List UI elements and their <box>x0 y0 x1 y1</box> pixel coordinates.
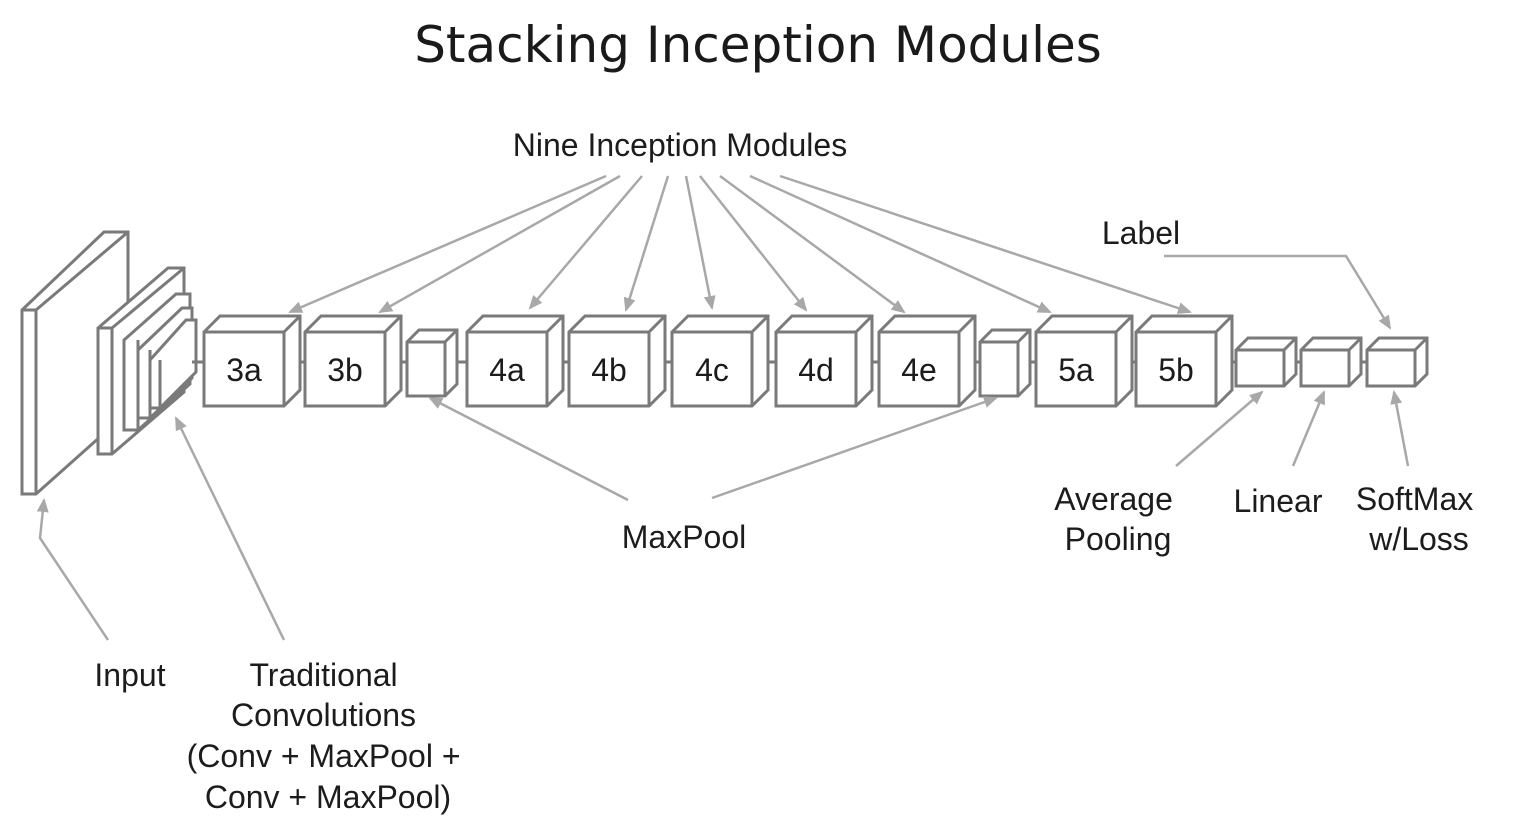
traditional-convolutions-label: Traditional Convolutions (Conv + MaxPool… <box>187 657 470 815</box>
arrow-to-module-4c <box>684 175 716 310</box>
module-label: 3b <box>327 352 363 388</box>
linear-label: Linear <box>1234 483 1323 519</box>
inception-module-4c: 4c <box>670 314 770 408</box>
arrow-linear <box>1291 390 1326 467</box>
average-pooling-line-2: Pooling <box>1065 521 1172 557</box>
maxpool-label: MaxPool <box>622 519 747 555</box>
arrow-to-module-4e <box>719 174 906 314</box>
arrow-average-pooling <box>1175 390 1264 467</box>
module-label: 4e <box>901 352 937 388</box>
maxpool-cube-2 <box>978 328 1032 398</box>
module-label: 5b <box>1158 352 1194 388</box>
arrow-softmax <box>1390 390 1410 467</box>
inception-module-3b: 3b <box>303 314 403 408</box>
module-cubes: 3a 3b 4a 4b 4c 4d 4e 5a 5b <box>202 314 1429 408</box>
arrow-label-to-softmax <box>1164 254 1392 330</box>
inception-module-5b: 5b <box>1134 314 1234 408</box>
arrow-traditional-convolutions <box>174 416 286 641</box>
softmax-line-2: w/Loss <box>1368 521 1469 557</box>
inception-module-3a: 3a <box>202 314 302 408</box>
average-pooling-cube <box>1234 336 1298 388</box>
inception-module-4b: 4b <box>567 314 667 408</box>
nine-inception-modules-label: Nine Inception Modules <box>513 127 847 163</box>
inception-module-4d: 4d <box>774 314 874 408</box>
module-label: 5a <box>1058 352 1094 388</box>
arrows <box>36 174 1410 641</box>
traditional-convolutions-line-2: Convolutions <box>231 697 416 733</box>
arrow-to-module-4d <box>699 175 808 312</box>
arrow-maxpool-1 <box>428 396 629 502</box>
arrow-to-module-4b <box>623 175 670 312</box>
softmax-line-1: SoftMax <box>1356 481 1473 517</box>
traditional-convolutions-line-1: Traditional <box>249 657 397 693</box>
traditional-convolution-layers <box>96 266 198 456</box>
module-label: 3a <box>226 352 262 388</box>
arrow-to-module-3a <box>288 174 607 314</box>
module-label: 4a <box>489 352 525 388</box>
arrow-to-module-3b <box>378 174 621 314</box>
traditional-convolutions-line-3: (Conv + MaxPool + <box>187 738 461 774</box>
linear-cube <box>1299 336 1363 388</box>
module-label: 4b <box>591 352 627 388</box>
softmax-cube <box>1365 336 1429 388</box>
traditional-convolutions-line-4: Conv + MaxPool) <box>205 779 451 815</box>
average-pooling-label: Average Pooling <box>1054 481 1182 557</box>
softmax-label: SoftMax w/Loss <box>1356 481 1482 557</box>
module-label: 4c <box>695 352 729 388</box>
arrow-input <box>36 498 110 641</box>
average-pooling-line-1: Average <box>1054 481 1173 517</box>
arrow-maxpool-2 <box>711 396 998 500</box>
maxpool-cube-1 <box>405 328 459 398</box>
input-label: Input <box>94 657 165 693</box>
slide-title: Stacking Inception Modules <box>414 16 1102 74</box>
arrow-to-module-4a <box>528 175 643 310</box>
inception-module-4e: 4e <box>877 314 977 408</box>
module-label: 4d <box>798 352 834 388</box>
arrow-to-module-5b <box>779 174 1192 314</box>
label-label: Label <box>1102 215 1180 251</box>
inception-module-5a: 5a <box>1034 314 1134 408</box>
arrow-to-module-5a <box>749 174 1052 314</box>
inception-module-4a: 4a <box>465 314 565 408</box>
